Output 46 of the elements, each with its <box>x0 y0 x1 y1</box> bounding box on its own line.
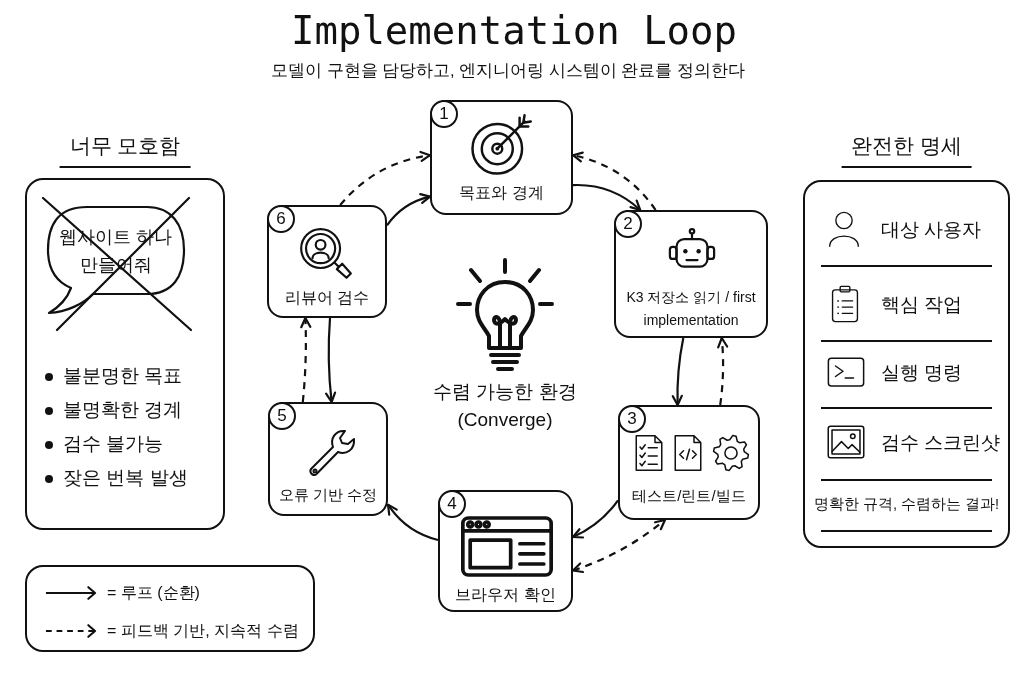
speech-bubble <box>45 204 187 316</box>
step-number: 5 <box>268 402 296 430</box>
step-number: 1 <box>430 100 458 128</box>
arrow <box>386 193 432 226</box>
dashed-arrow <box>571 151 657 211</box>
spec-item-text: 핵심 작업 <box>881 293 963 317</box>
arrow <box>325 317 337 404</box>
dashed-arrow <box>300 316 312 403</box>
step-label: 리뷰어 검수 <box>283 288 371 308</box>
step-label: 목표와 경계 <box>458 183 545 203</box>
step-label: 테스트/린트/빌드 <box>631 486 747 506</box>
summary-text: 명확한 규격, 수렴하는 결과! <box>813 495 1000 514</box>
panel-heading: 너무 모호함 <box>59 132 191 168</box>
arrow <box>573 183 642 212</box>
center-caption: 수렴 가능한 환경 (Converge) <box>432 380 578 432</box>
legend-label: = 루프 (순환) <box>107 583 200 603</box>
list-item-text: 검수 불가능 <box>63 432 164 456</box>
spec-item-text: 실행 명령 <box>881 361 963 385</box>
dashed-double-arrow <box>571 518 666 573</box>
list-item-text: 불명확한 경계 <box>63 398 183 422</box>
subtitle: 모델이 구현을 담당하고, 엔지니어링 시스템이 완료를 정의한다 <box>270 60 746 81</box>
step-box <box>267 205 387 318</box>
step-number: 4 <box>438 490 466 518</box>
spec-item-text: 대상 사용자 <box>881 218 982 242</box>
panel-heading: 완전한 명세 <box>841 132 972 168</box>
dashed-arrow <box>339 151 432 206</box>
arrow <box>386 503 439 542</box>
step-box <box>430 100 573 215</box>
step-box <box>438 490 573 612</box>
spec-item-text: 검수 스크린샷 <box>881 431 1001 455</box>
step-label: 브라우저 확인 <box>454 585 557 605</box>
arrow <box>671 337 685 407</box>
step-number: 3 <box>618 405 646 433</box>
list-item-text: 불분명한 목표 <box>63 364 183 388</box>
step-box <box>614 210 768 338</box>
legend-label: = 피드백 기반, 지속적 수렴 <box>107 621 299 641</box>
step-label: 오류 기반 수정 <box>277 485 379 505</box>
step-label: K3 저장소 읽기 / first implementation <box>626 288 756 330</box>
step-number: 6 <box>267 205 295 233</box>
arrow <box>571 499 619 539</box>
list-item-text: 잦은 번복 발생 <box>63 466 188 490</box>
step-box <box>268 402 388 516</box>
step-number: 2 <box>614 210 642 238</box>
title: Implementation Loop <box>290 8 738 53</box>
dashed-arrow <box>717 336 729 406</box>
step-box <box>618 405 760 520</box>
